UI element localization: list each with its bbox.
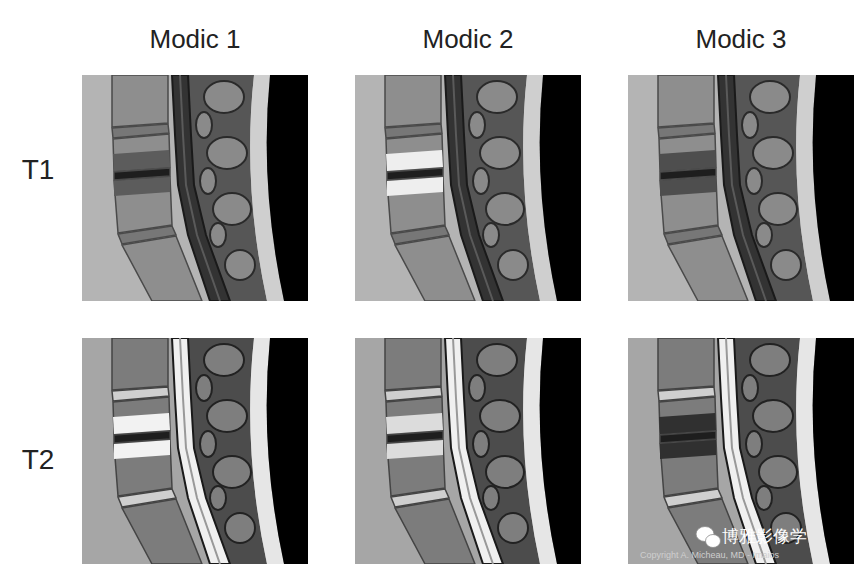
modic-band: [659, 413, 716, 459]
t1-panel: [628, 75, 854, 301]
t1-panel: [355, 75, 581, 301]
column-header: Modic 2: [422, 25, 513, 55]
watermark: 博雅影像学: [722, 527, 807, 547]
t2-panel: [355, 338, 581, 564]
modic-band: [113, 150, 170, 196]
modic-band: [113, 413, 170, 459]
column-header: Modic 1: [149, 25, 240, 55]
row-label: T2: [22, 444, 55, 476]
modic-band: [386, 150, 443, 196]
t2-panel: [82, 338, 308, 564]
modic-band: [659, 150, 716, 196]
t2-panel: [628, 338, 854, 564]
row-label: T1: [22, 154, 55, 186]
modic-band: [386, 413, 443, 459]
watermark-icon: [696, 527, 721, 548]
copyright-note: Copyright A. Micheau, MD - Imaios: [640, 550, 779, 560]
t1-panel: [82, 75, 308, 301]
column-header: Modic 3: [695, 25, 786, 55]
